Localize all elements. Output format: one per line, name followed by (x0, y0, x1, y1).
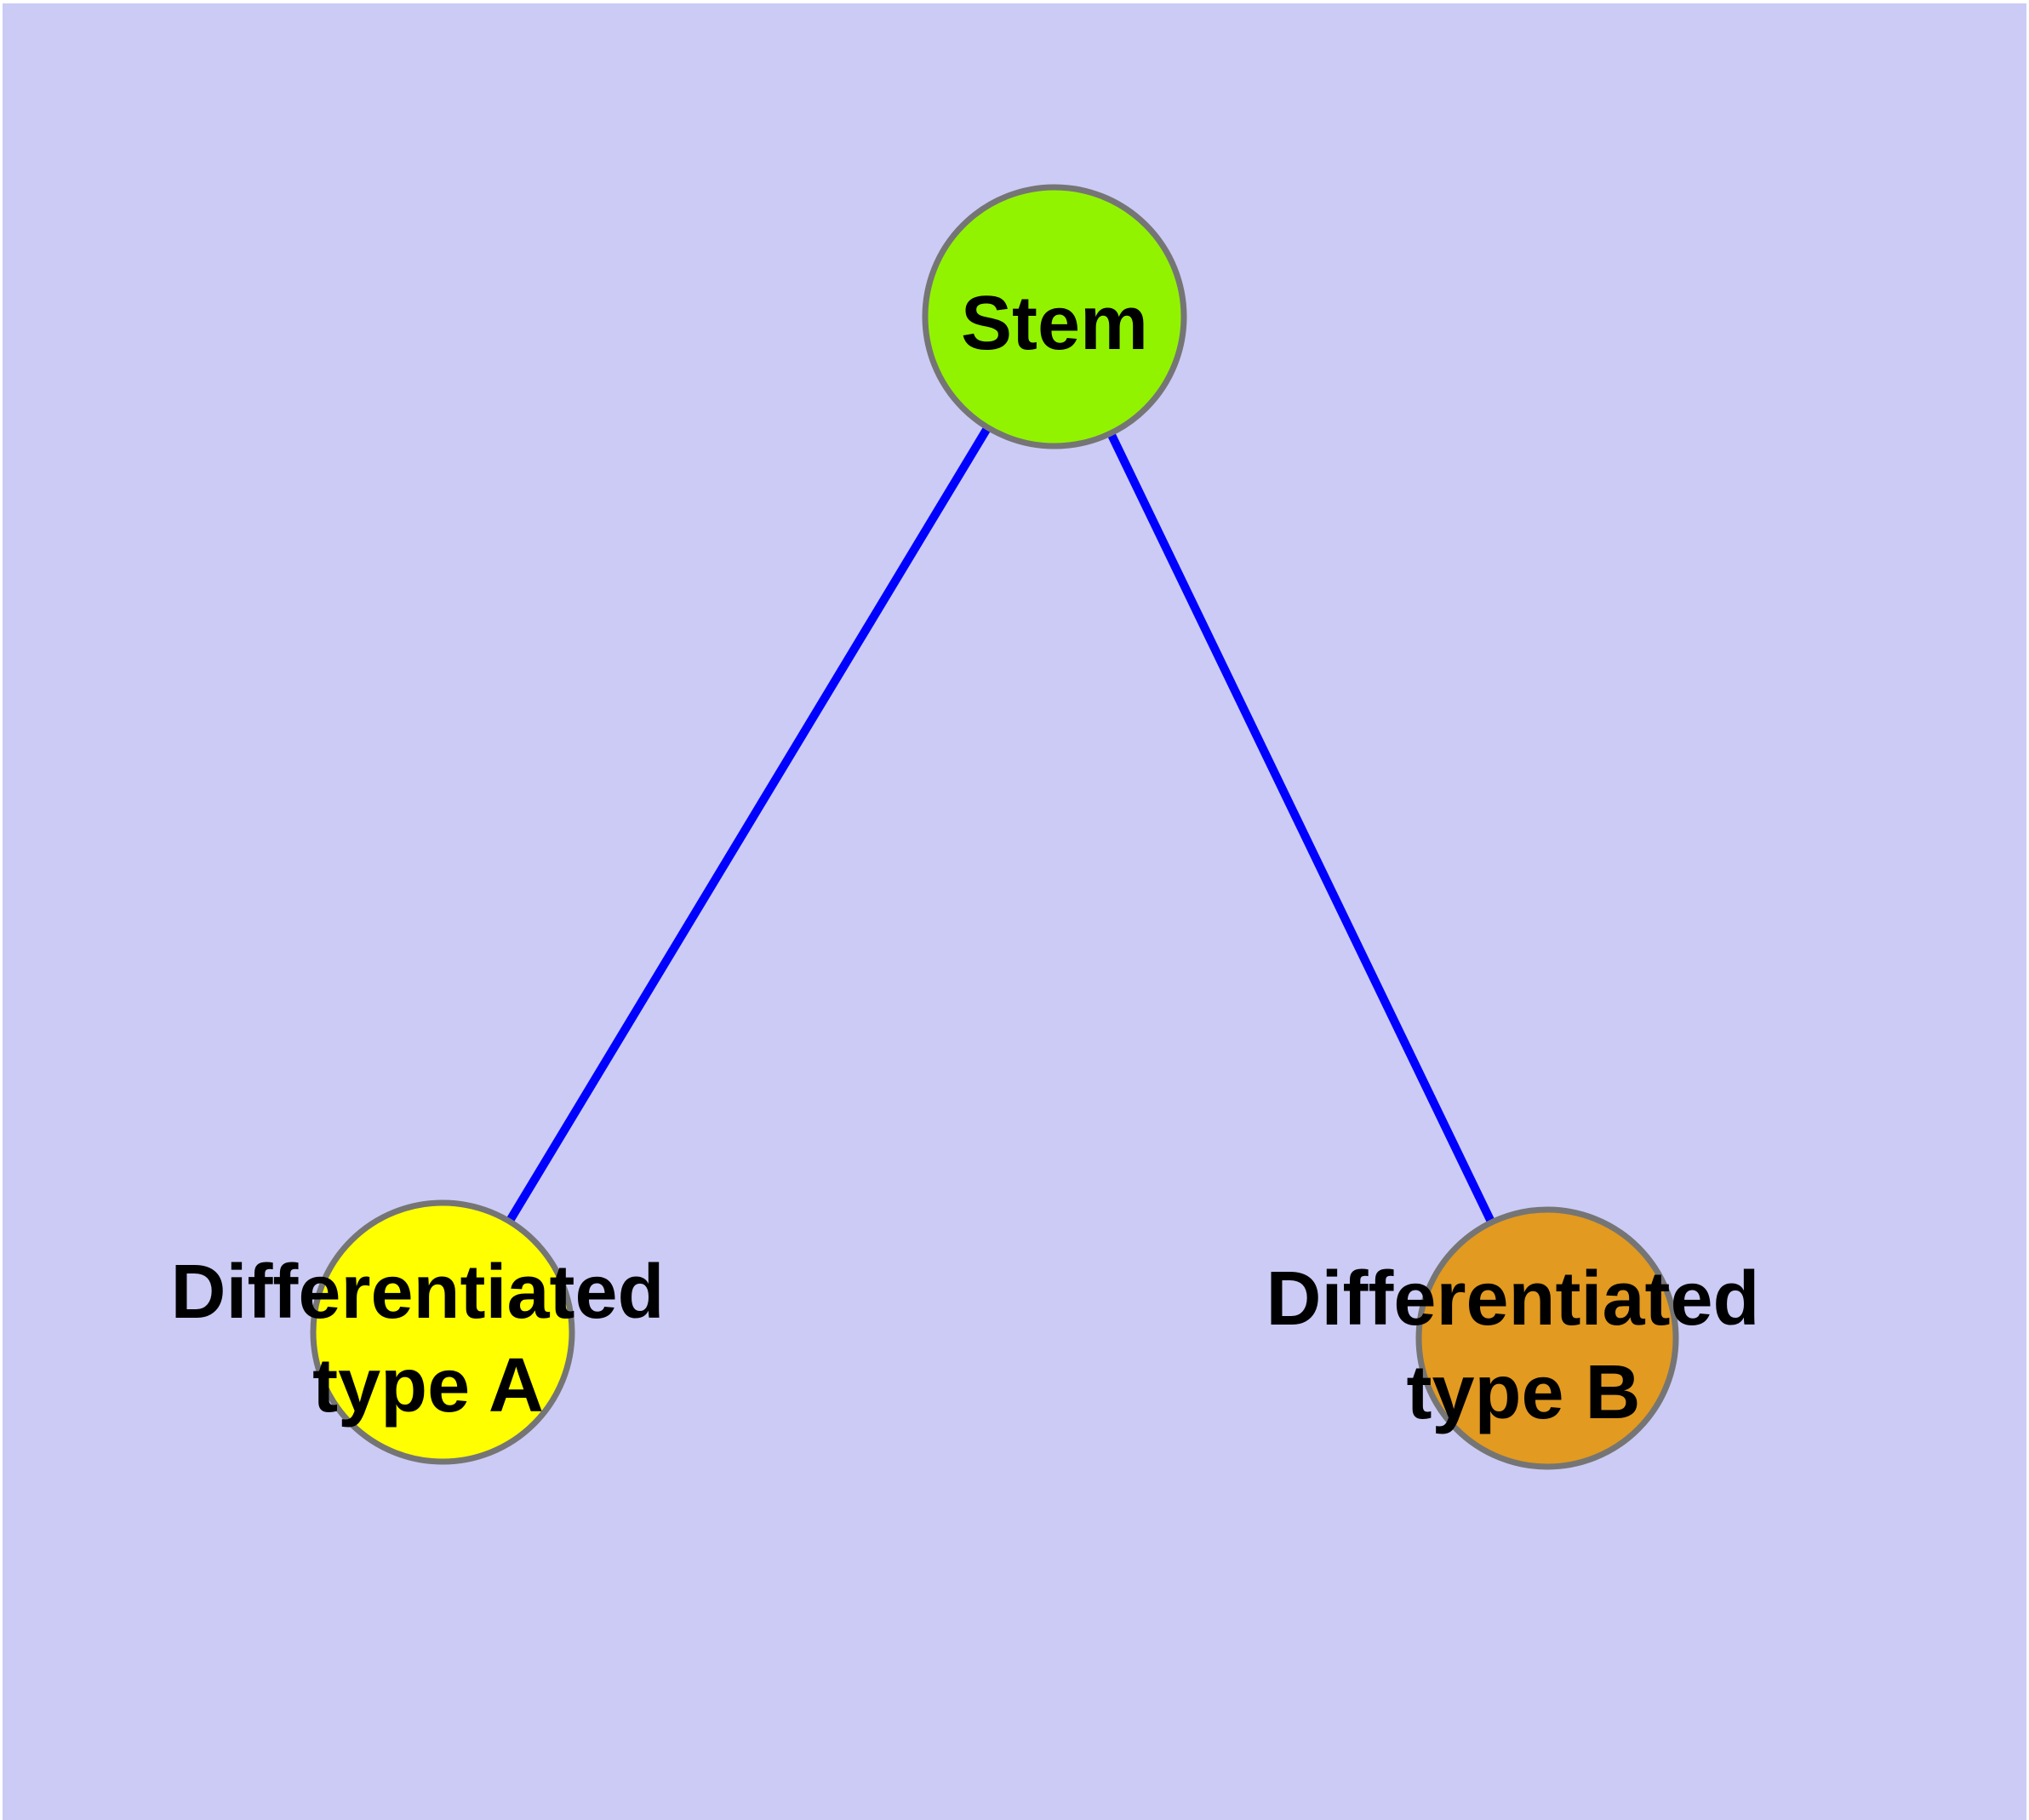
node-differentiated-type-b-label-line2: type B (1406, 1350, 1640, 1435)
node-stem-circle (922, 184, 1187, 449)
node-differentiated-type-a-label-line2: type A (312, 1343, 544, 1428)
node-stem-label: Stem (961, 281, 1148, 366)
edge-stem-to-type-b (1050, 314, 1552, 1341)
node-stem-label-line1: Stem (961, 281, 1148, 366)
node-differentiated-type-b (1415, 1206, 1679, 1470)
node-differentiated-type-a-circle (310, 1199, 575, 1465)
node-stem (922, 184, 1187, 449)
edge-stem-to-type-a (438, 314, 1059, 1335)
node-differentiated-type-a-label-line1: Differentiated (170, 1250, 664, 1335)
node-differentiated-type-b-circle (1415, 1206, 1679, 1470)
node-differentiated-type-a (310, 1199, 575, 1465)
node-differentiated-type-a-label: Differentiated type A (170, 1250, 685, 1428)
node-differentiated-type-b-label: Differentiated type B (1266, 1256, 1780, 1435)
node-differentiated-type-b-label-line1: Differentiated (1266, 1256, 1759, 1342)
